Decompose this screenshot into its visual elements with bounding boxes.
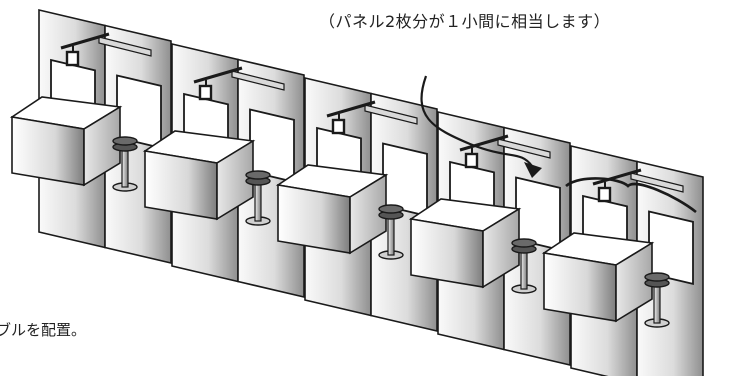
table-front [144,150,218,220]
spotlight-icon [597,186,612,203]
pointer-arrowhead [524,162,542,178]
spotlight-arm [60,32,110,50]
table-front [11,116,85,186]
fascia-sign [364,104,418,125]
fascia-sign [231,70,285,91]
spotlight-arm [193,66,243,84]
spotlight-arm [459,134,509,152]
table-side [216,139,254,221]
table-front [410,218,484,288]
spotlight-icon [198,84,213,101]
furniture [9,96,670,328]
stool-pole [520,248,528,290]
stool-seat [644,272,670,282]
stool-pole [121,146,129,188]
stool-pole [387,214,395,256]
side-note-text: ブルを配置。 [0,321,87,339]
stool-seat [511,238,537,248]
spotlight-arm [592,168,642,186]
table-front [543,252,617,322]
table-front [277,184,351,254]
stool-pole [653,282,661,324]
spotlight-icon [65,50,80,67]
spotlight-arm [326,100,376,118]
stool-pole [254,180,262,222]
booth-unit-caption: （パネル2枚分が１小間に相当します） [319,12,611,31]
table-side [482,207,520,289]
pointer-arrow-line [420,75,533,167]
stool-seat [378,204,404,214]
spotlight-icon [331,118,346,135]
table-side [83,105,121,187]
fascia-sign [630,172,684,193]
fascia-sign [98,36,152,57]
stool-seat [245,170,271,180]
stool-seat [112,136,138,146]
table-side [615,241,653,323]
spotlight-icon [464,152,479,169]
pointer-annotation [420,75,697,214]
table-side [349,173,387,255]
booth-span-brace [565,177,697,214]
fascia-sign [497,138,551,159]
